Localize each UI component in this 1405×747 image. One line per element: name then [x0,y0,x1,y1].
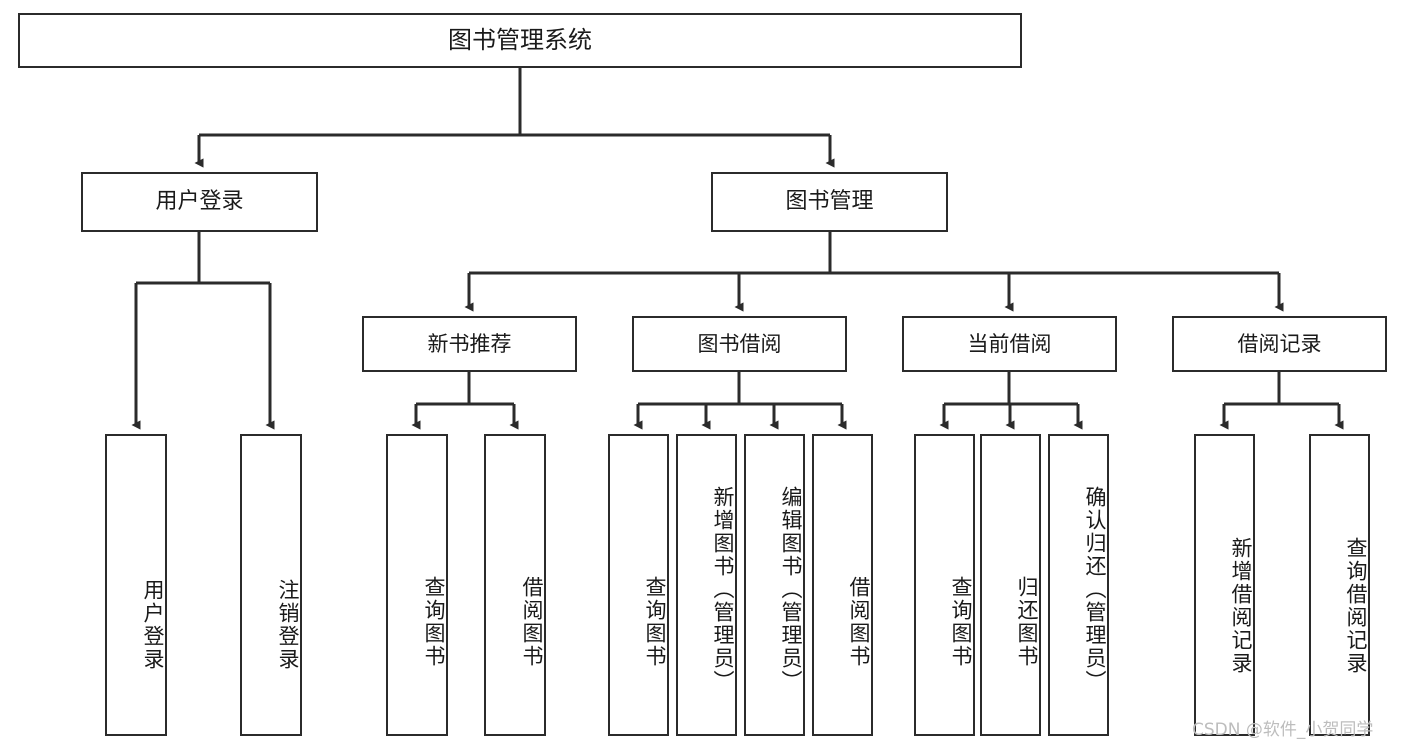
leaf-user-login-label: 用户登录 [141,579,165,671]
leaf-return-book-label: 归还图书 [1015,576,1039,668]
node-user-login-label: 用户登录 [155,189,244,215]
node-root-system-label: 图书管理系统 [448,26,592,55]
leaf-query-book-1-label: 查询图书 [422,576,446,668]
node-current-borrow-label: 当前借阅 [967,331,1052,356]
leaf-query-record[interactable]: 查询借阅记录 [1309,434,1370,736]
node-book-manage-label: 图书管理 [785,189,874,215]
leaf-add-book-label: 新增图书（管理员） [711,485,735,693]
leaf-add-book[interactable]: 新增图书（管理员） [676,434,737,736]
leaf-add-record[interactable]: 新增借阅记录 [1194,434,1255,736]
leaf-borrow-book-2-label: 借阅图书 [847,576,871,668]
csdn-watermark: CSDN @软件_小贺同学 [1192,715,1373,740]
node-root-system[interactable]: 图书管理系统 [18,13,1022,68]
csdn-watermark-text: CSDN @软件_小贺同学 [1192,720,1374,740]
leaf-logout-login[interactable]: 注销登录 [240,434,302,736]
leaf-edit-book-label: 编辑图书（管理员） [779,485,803,693]
leaf-query-book-2[interactable]: 查询图书 [608,434,669,736]
node-new-book-recommend-label: 新书推荐 [427,331,512,356]
node-borrow-record-label: 借阅记录 [1237,331,1322,356]
node-user-login[interactable]: 用户登录 [81,172,318,232]
node-book-borrow-label: 图书借阅 [697,331,782,356]
node-book-borrow[interactable]: 图书借阅 [632,316,847,372]
leaf-logout-login-label: 注销登录 [276,579,300,671]
node-book-manage[interactable]: 图书管理 [711,172,948,232]
leaf-return-book[interactable]: 归还图书 [980,434,1041,736]
leaf-query-book-1[interactable]: 查询图书 [386,434,448,736]
leaf-borrow-book-1-label: 借阅图书 [520,576,544,668]
leaf-borrow-book-1[interactable]: 借阅图书 [484,434,546,736]
leaf-confirm-return[interactable]: 确认归还（管理员） [1048,434,1109,736]
leaf-query-book-3[interactable]: 查询图书 [914,434,975,736]
leaf-query-record-label: 查询借阅记录 [1344,537,1368,675]
leaf-query-book-3-label: 查询图书 [949,576,973,668]
node-new-book-recommend[interactable]: 新书推荐 [362,316,577,372]
node-current-borrow[interactable]: 当前借阅 [902,316,1117,372]
node-borrow-record[interactable]: 借阅记录 [1172,316,1387,372]
leaf-user-login[interactable]: 用户登录 [105,434,167,736]
leaf-confirm-return-label: 确认归还（管理员） [1083,485,1107,693]
leaf-edit-book[interactable]: 编辑图书（管理员） [744,434,805,736]
leaf-borrow-book-2[interactable]: 借阅图书 [812,434,873,736]
leaf-add-record-label: 新增借阅记录 [1229,537,1253,675]
leaf-query-book-2-label: 查询图书 [643,576,667,668]
